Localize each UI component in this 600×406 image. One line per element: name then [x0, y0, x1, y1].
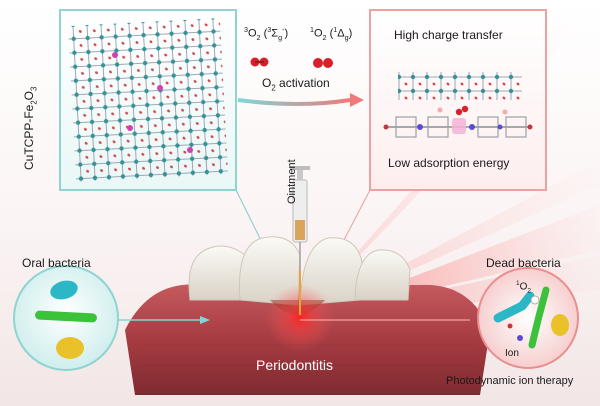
dead-bacteria-label: Dead bacteria [486, 256, 561, 270]
ion-label: Ion [505, 348, 519, 359]
singlet-oxygen-label: 1O2 (1Δg) [310, 26, 353, 42]
oral-bacteria-label: Oral bacteria [22, 256, 91, 270]
photodynamic-glow [266, 284, 334, 352]
ointment-label: Ointment [286, 159, 298, 204]
broken-bacterium-yellow [551, 314, 569, 336]
triplet-oxygen-molecule [250, 57, 269, 67]
bacterium-cyan [50, 280, 78, 300]
oral-bacteria-circle [13, 265, 119, 371]
singlet-oxygen-small-label: 1O2 [516, 280, 532, 295]
broken-bacterium-cyan [493, 291, 535, 323]
porphyrin-layer [383, 105, 533, 138]
periodontitis-label: Periodontitis [256, 357, 334, 373]
triplet-oxygen-label: 3O2 (3Σg-) [244, 26, 289, 42]
teeth [188, 236, 411, 315]
flow-arrow-left [118, 316, 470, 324]
activation-arrow [237, 93, 364, 107]
framework-panel [59, 9, 237, 191]
low-adsorption-label: Low adsorption energy [388, 156, 510, 170]
broken-bacterium-green [528, 286, 550, 349]
framework-lattice [68, 18, 228, 182]
activation-label: O2 activation [262, 76, 330, 93]
material-label: CuTCPP-Fe2O3 [22, 86, 39, 170]
therapy-label: Photodynamic ion therapy [446, 375, 574, 387]
syringe-icon [290, 166, 310, 315]
dead-bacteria-circle [477, 267, 579, 369]
singlet-oxygen-molecule [313, 58, 333, 68]
bacterium-green [35, 310, 97, 323]
mechanism-panel [369, 9, 547, 191]
high-charge-label: High charge transfer [394, 28, 503, 42]
bacterium-yellow [56, 337, 84, 359]
fe2o3-chain [398, 72, 522, 100]
